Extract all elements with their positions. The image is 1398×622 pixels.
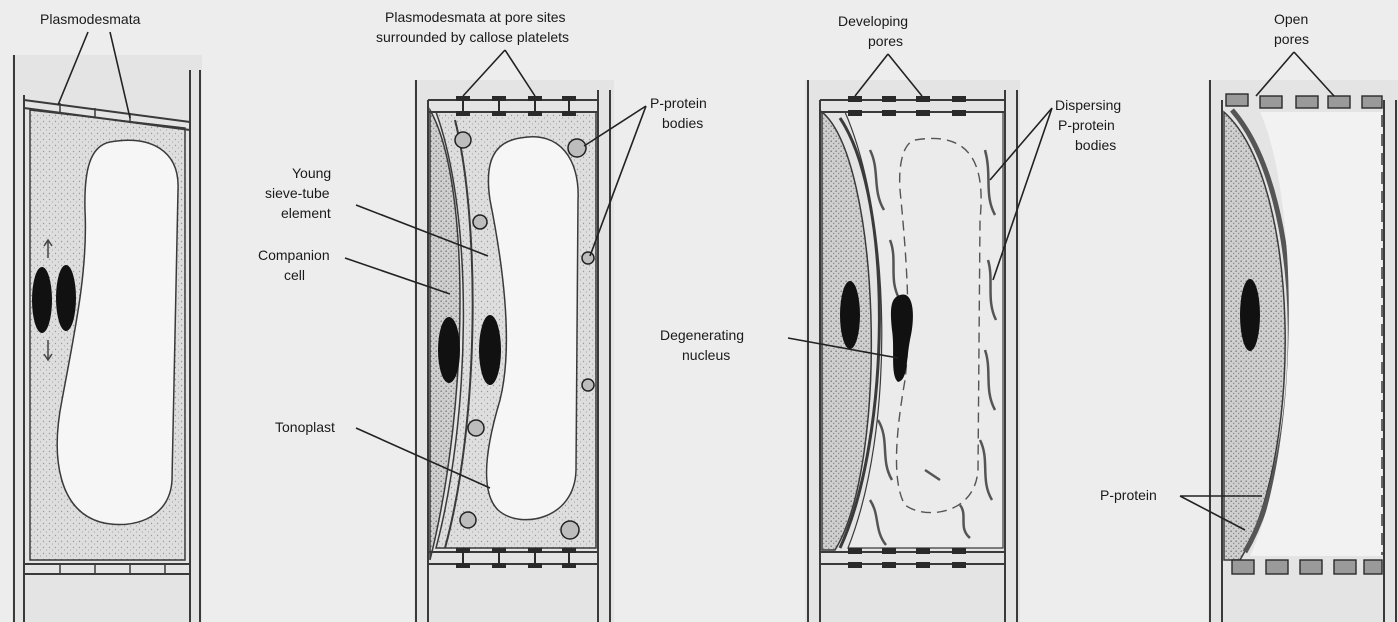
label-p-protein-bodies-2: bodies [662,115,703,131]
panel-1-nucleus-a [32,267,52,333]
label-pore-sites-1: Plasmodesmata at pore sites [385,9,566,25]
label-dispersing-3: bodies [1075,137,1116,153]
label-developing-1: Developing [838,13,908,29]
label-young-sieve-1: Young [292,165,331,181]
label-tonoplast: Tonoplast [275,419,335,435]
label-degenerating-2: nucleus [682,347,730,363]
label-developing-2: pores [868,33,903,49]
label-companion-2: cell [284,267,305,283]
panel-3-companion-nucleus [840,281,860,349]
panel-4-mature-cell: Open pores P-protein [1100,11,1398,622]
panel-2-companion-nucleus [438,317,460,383]
label-plasmodesmata: Plasmodesmata [40,11,141,27]
panel-4-companion-nucleus [1240,279,1260,351]
panel-1-nucleus-b [56,265,76,331]
panel-3-degenerating-cell: Developing pores Dispersing P-protein bo… [660,13,1121,622]
label-p-protein: P-protein [1100,487,1157,503]
label-p-protein-bodies-1: P-protein [650,95,707,111]
panel-2-maturing-cell: Plasmodesmata at pore sites surrounded b… [258,9,707,622]
panel-1-young-cell: Plasmodesmata [12,11,202,622]
label-dispersing-2: P-protein [1058,117,1115,133]
label-companion-1: Companion [258,247,330,263]
label-dispersing-1: Dispersing [1055,97,1121,113]
label-open-1: Open [1274,11,1308,27]
label-degenerating-1: Degenerating [660,327,744,343]
label-young-sieve-3: element [281,205,331,221]
label-open-2: pores [1274,31,1309,47]
label-pore-sites-2: surrounded by callose platelets [376,29,569,45]
label-young-sieve-2: sieve-tube [265,185,330,201]
panel-2-sieve-nucleus [479,315,501,385]
